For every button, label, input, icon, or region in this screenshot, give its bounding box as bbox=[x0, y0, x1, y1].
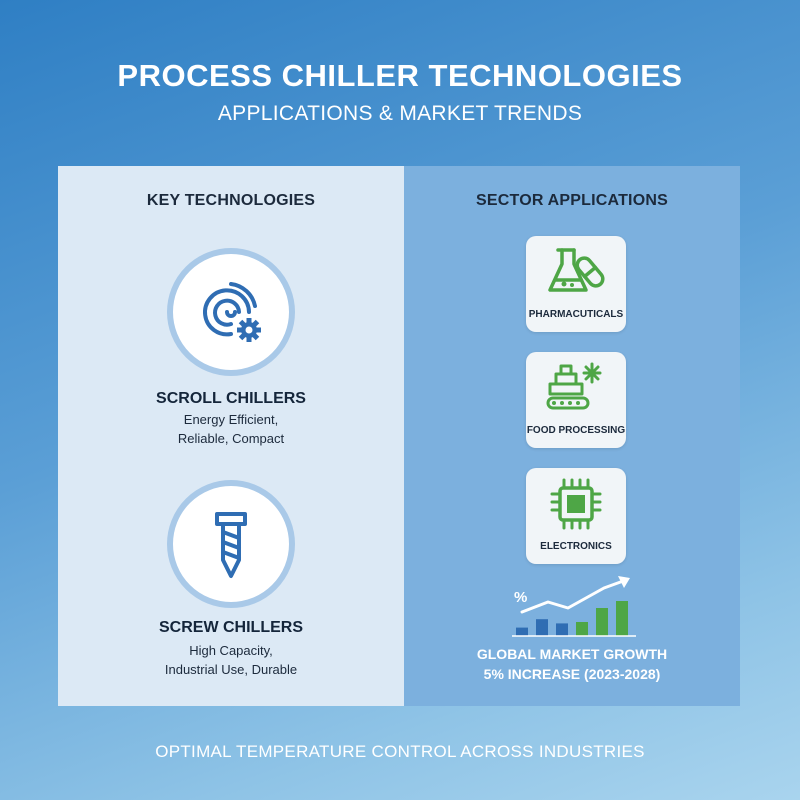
page-title: PROCESS CHILLER TECHNOLOGIES bbox=[117, 58, 683, 93]
growth-bar bbox=[596, 608, 608, 636]
growth-bar bbox=[516, 627, 528, 636]
scroll-chillers-desc-line1: Energy Efficient, bbox=[183, 412, 279, 427]
key-technologies-heading: KEY TECHNOLOGIES bbox=[146, 192, 316, 209]
screw-icon bbox=[215, 512, 247, 578]
page-subtitle: APPLICATIONS & MARKET TRENDS bbox=[217, 102, 583, 125]
growth-trend-arrow bbox=[520, 578, 628, 614]
scroll-gear-icon bbox=[203, 282, 261, 342]
microchip-icon bbox=[550, 478, 602, 530]
sector-applications-heading: SECTOR APPLICATIONS bbox=[476, 192, 668, 209]
screw-chillers-desc-line1: High Capacity, bbox=[189, 643, 273, 658]
footer-tagline: OPTIMAL TEMPERATURE CONTROL ACROSS INDUS… bbox=[155, 742, 645, 761]
sector-label-food-processing: FOOD PROCESSING bbox=[526, 425, 626, 436]
growth-title: GLOBAL MARKET GROWTH bbox=[476, 646, 668, 662]
sector-label-pharmaceuticals: PHARMACUTICALS bbox=[528, 309, 624, 320]
screw-chillers-title: SCREW CHILLERS bbox=[159, 619, 303, 636]
growth-bar bbox=[576, 622, 588, 636]
sector-label-electronics: ELECTRONICS bbox=[540, 541, 612, 552]
growth-subtitle: 5% INCREASE (2023-2028) bbox=[483, 666, 661, 682]
screw-chillers-desc-line2: Industrial Use, Durable bbox=[164, 662, 298, 677]
sector-card-pharmaceuticals: PHARMACUTICALS bbox=[526, 236, 626, 332]
flask-pill-icon bbox=[548, 248, 605, 292]
growth-bar bbox=[556, 623, 568, 636]
sector-applications-panel: SECTOR APPLICATIONS PHARMACUTICALS bbox=[404, 166, 740, 706]
growth-bar bbox=[536, 619, 548, 636]
scroll-chillers-title: SCROLL CHILLERS bbox=[156, 390, 306, 407]
scroll-chillers-desc-line2: Reliable, Compact bbox=[177, 431, 285, 446]
screw-chiller-icon-circle bbox=[167, 480, 295, 608]
sector-card-electronics: ELECTRONICS bbox=[526, 468, 626, 564]
market-growth-chart: % bbox=[512, 576, 636, 637]
scroll-chiller-icon-circle bbox=[167, 248, 295, 376]
key-technologies-panel: KEY TECHNOLOGIES SCROLL CHI bbox=[58, 166, 404, 706]
sector-card-food-processing: FOOD PROCESSING bbox=[526, 352, 626, 448]
trend-arrow-head bbox=[618, 576, 630, 588]
conveyor-snowflake-icon bbox=[546, 362, 602, 410]
growth-bar bbox=[616, 601, 628, 636]
percent-symbol: % bbox=[514, 589, 527, 606]
